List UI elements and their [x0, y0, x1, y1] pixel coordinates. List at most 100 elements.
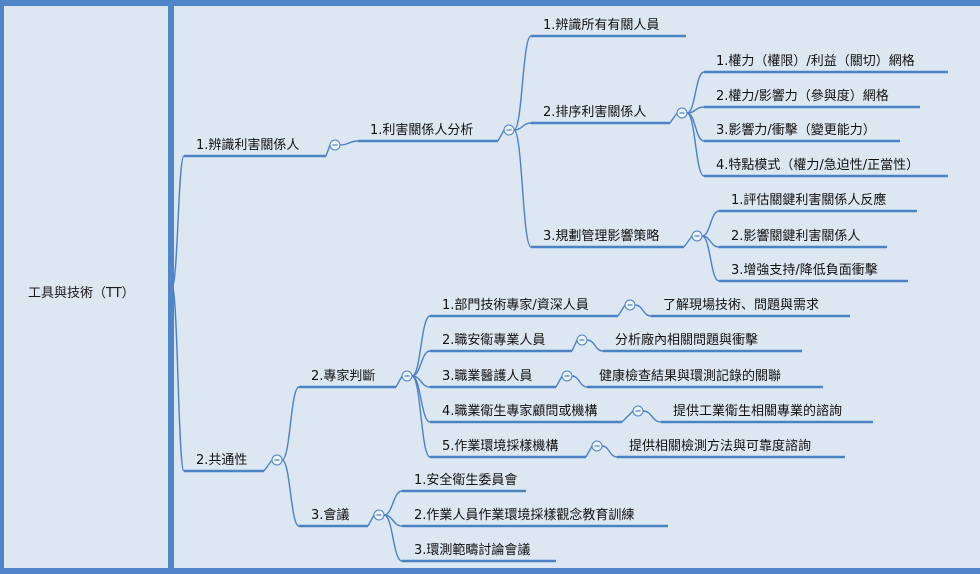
topic-label[interactable]: 3.職業醫護人員: [442, 368, 532, 384]
topic-label[interactable]: 1.部門技術專家/資深人員: [442, 297, 589, 313]
collapse-toggle[interactable]: [576, 334, 588, 346]
topic-node[interactable]: 4.職業衛生專家顧問或機構: [430, 403, 622, 424]
collapse-toggle[interactable]: [401, 370, 413, 382]
topic-label[interactable]: 2.作業人員作業環境採樣觀念教育訓練: [414, 507, 634, 523]
collapse-toggle[interactable]: [632, 405, 644, 417]
connector-line: [571, 339, 578, 352]
topic-label[interactable]: 1.評估關鍵利害關係人反應: [731, 192, 886, 208]
connector-line: [339, 140, 359, 146]
topic-node[interactable]: 2.排序利害關係人: [531, 104, 670, 125]
connector-line: [601, 445, 618, 458]
topic-label[interactable]: 分析廠內相關問題與衝擊: [615, 332, 758, 348]
connector-line: [513, 129, 532, 248]
connector-line: [325, 144, 331, 157]
topic-node[interactable]: 提供工業衛生相關專業的諮詢: [661, 403, 873, 424]
topic-node[interactable]: 了解現場技術、問題與需求: [651, 298, 850, 318]
topic-node[interactable]: 4.特點模式（權力/急迫性/正當性）: [704, 158, 948, 178]
collapse-toggle[interactable]: [624, 299, 636, 311]
connector-line: [411, 375, 431, 458]
connector-line: [395, 375, 403, 388]
collapse-toggle[interactable]: [503, 124, 515, 136]
connector-line: [513, 35, 532, 131]
topic-node[interactable]: 1.評估關鍵利害關係人反應: [719, 192, 917, 213]
topic-label[interactable]: 3.會議: [311, 508, 349, 523]
topic-label[interactable]: 4.職業衛生專家顧問或機構: [442, 403, 597, 419]
topic-node[interactable]: 3.職業醫護人員: [430, 368, 556, 389]
connector-line: [686, 71, 705, 114]
topic-label[interactable]: 2.專家判斷: [311, 368, 375, 384]
topic-node[interactable]: 2.影響關鍵利害關係人: [719, 228, 887, 249]
connector-line: [621, 410, 634, 423]
collapse-toggle[interactable]: [561, 370, 573, 382]
topic-label[interactable]: 2.影響關鍵利害關係人: [731, 228, 860, 244]
connector-line: [686, 106, 705, 114]
topic-label[interactable]: 4.特點模式（權力/急迫性/正當性）: [716, 158, 919, 173]
topic-label[interactable]: 2.排序利害關係人: [543, 104, 646, 120]
collapse-toggle[interactable]: [271, 454, 283, 466]
connector-line: [281, 386, 300, 461]
topic-label[interactable]: 提供相關檢測方法與可靠度諮詢: [629, 438, 811, 454]
collapse-toggle[interactable]: [373, 509, 385, 521]
topic-node[interactable]: 1.辨識所有有關人員: [531, 18, 686, 38]
connector-line: [513, 122, 532, 131]
connector-line: [683, 235, 693, 248]
topic-node[interactable]: 1.安全衛生委員會: [402, 472, 526, 493]
topic-node[interactable]: 分析廠內相關問題與衝擊: [603, 332, 802, 353]
topic-label[interactable]: 3.影響力/衝擊（變更能力）: [716, 122, 876, 138]
topic-node[interactable]: 1.辨識利害關係人: [184, 137, 326, 158]
connector-line: [555, 375, 563, 388]
connector-line: [411, 315, 431, 377]
topic-node[interactable]: 1.權力（權限）/利益（關切）網格: [704, 53, 948, 74]
topic-node[interactable]: 3.增強支持/降低負面衝擊: [719, 262, 908, 283]
connector-line: [586, 339, 604, 352]
connector-line: [571, 375, 588, 388]
collapse-toggle[interactable]: [329, 139, 341, 151]
topic-node[interactable]: 3.規劃管理影響策略: [531, 228, 684, 249]
connector-line: [263, 459, 273, 472]
topic-label[interactable]: 5.作業環境採樣機構: [442, 438, 558, 454]
topic-label[interactable]: 提供工業衛生相關專業的諮詢: [673, 403, 842, 419]
topic-label[interactable]: 3.環測範疇討論會議: [414, 542, 530, 558]
topic-node[interactable]: 3.會議: [299, 508, 368, 528]
connector-line: [383, 514, 403, 562]
topic-label[interactable]: 1.辨識所有有關人員: [543, 18, 659, 33]
connector-line: [642, 410, 662, 423]
connector-line: [171, 286, 185, 472]
connector-line: [669, 112, 678, 124]
topic-label[interactable]: 1.利害關係人分析: [370, 122, 473, 138]
topic-node[interactable]: 1.利害關係人分析: [358, 122, 498, 143]
topic-label[interactable]: 了解現場技術、問題與需求: [663, 298, 819, 313]
topic-node[interactable]: 提供相關檢測方法與可靠度諮詢: [617, 438, 845, 459]
connector-line: [585, 445, 593, 458]
topic-node[interactable]: 2.職安衛專業人員: [430, 332, 572, 353]
topic-node[interactable]: 2.作業人員作業環境採樣觀念教育訓練: [402, 507, 668, 528]
topic-node[interactable]: 2.共通性: [184, 453, 264, 473]
connector-line: [411, 350, 431, 377]
topic-label[interactable]: 2.共通性: [196, 453, 247, 468]
collapse-toggle[interactable]: [691, 230, 703, 242]
topic-label[interactable]: 健康檢查結果與環測記錄的關聯: [599, 368, 781, 384]
topic-label[interactable]: 1.辨識利害關係人: [196, 137, 299, 153]
collapse-toggle[interactable]: [676, 107, 688, 119]
topic-label[interactable]: 2.權力/影響力（參與度）網格: [716, 88, 889, 104]
topic-node[interactable]: 健康檢查結果與環測記錄的關聯: [587, 368, 823, 389]
topic-label[interactable]: 3.增強支持/降低負面衝擊: [731, 262, 878, 278]
topic-node[interactable]: 2.專家判斷: [299, 368, 396, 389]
collapse-toggle[interactable]: [591, 440, 603, 452]
topic-label[interactable]: 1.安全衛生委員會: [414, 472, 517, 488]
topic-node[interactable]: 5.作業環境採樣機構: [430, 438, 586, 459]
topic-node[interactable]: 3.影響力/衝擊（變更能力）: [704, 122, 900, 143]
topic-node[interactable]: 3.環測範疇討論會議: [402, 542, 556, 563]
connector-line: [634, 304, 652, 317]
topic-label[interactable]: 2.職安衛專業人員: [442, 332, 545, 348]
connector-line: [701, 210, 720, 237]
root-topic[interactable]: 工具與技術（TT）: [28, 286, 135, 301]
connector-line: [686, 112, 705, 177]
connector-line: [171, 155, 185, 288]
topic-label[interactable]: 1.權力（權限）/利益（關切）網格: [716, 53, 915, 69]
topic-node[interactable]: 1.部門技術專家/資深人員: [430, 297, 618, 318]
topic-label[interactable]: 3.規劃管理影響策略: [543, 228, 659, 244]
topic-node[interactable]: 2.權力/影響力（參與度）網格: [704, 88, 920, 109]
